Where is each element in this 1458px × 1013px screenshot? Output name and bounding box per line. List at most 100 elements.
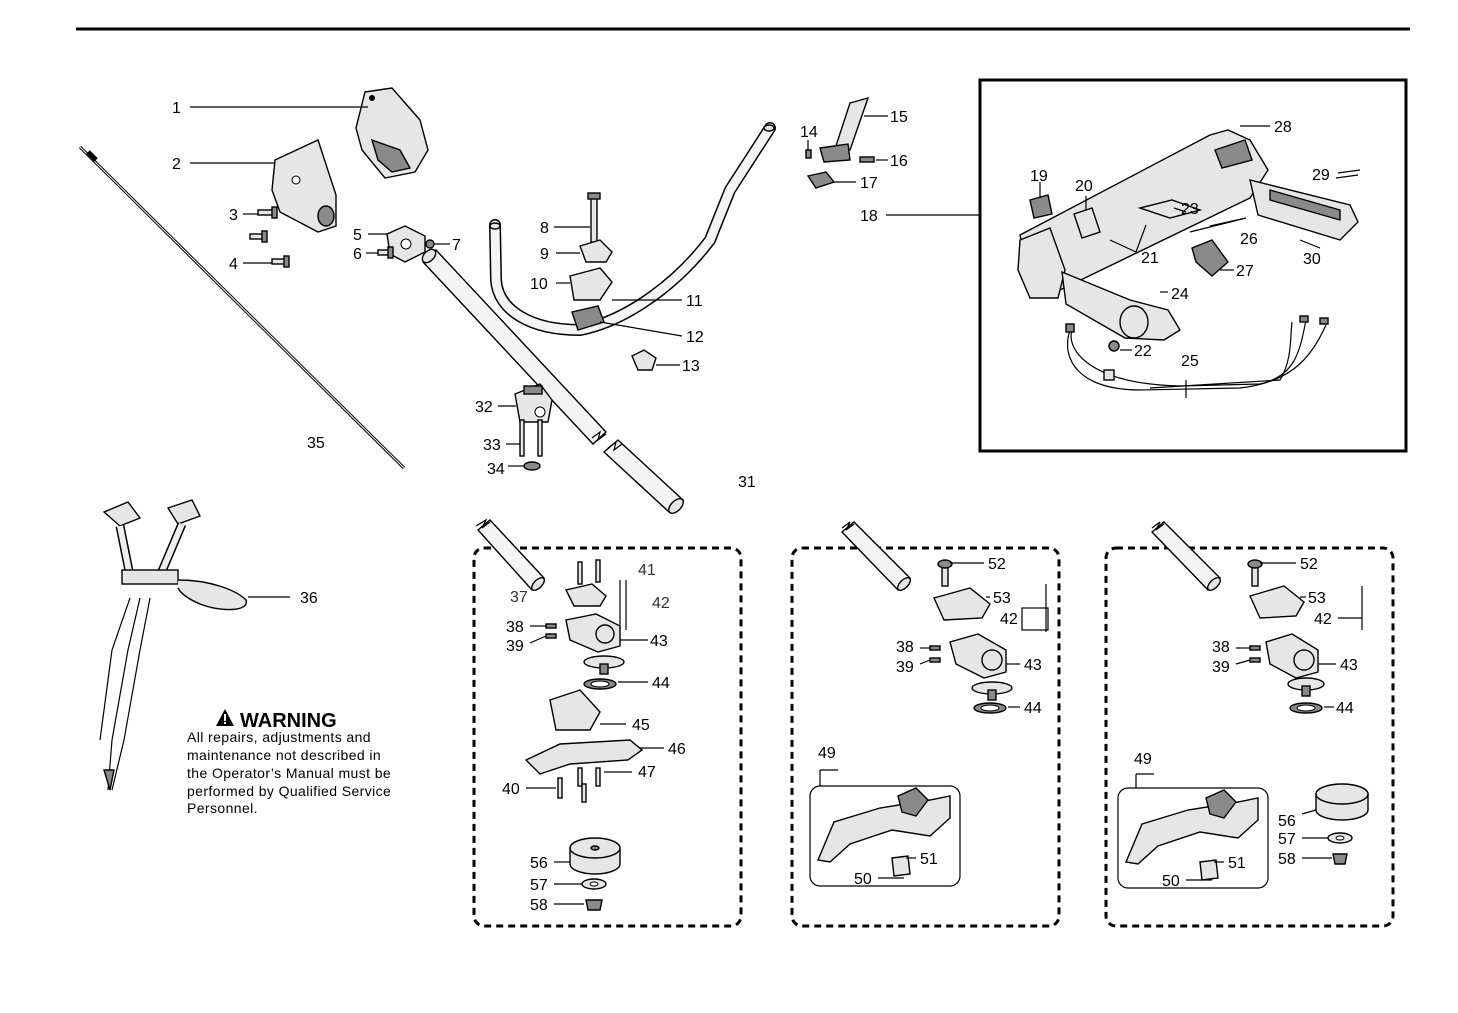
part-nut-13 — [631, 349, 657, 371]
label-19: 19 — [1030, 168, 1048, 185]
part-tube-3 — [1150, 521, 1222, 592]
label-51-b: 51 — [1228, 855, 1246, 872]
label-15: 15 — [890, 109, 908, 126]
label-57-b: 57 — [1278, 831, 1296, 848]
label-28: 28 — [1274, 119, 1292, 136]
label-31: 31 — [738, 474, 756, 491]
part-gearhead-3 — [1265, 633, 1325, 697]
label-33: 33 — [483, 437, 501, 454]
label-35: 35 — [307, 435, 325, 452]
label-12: 12 — [686, 329, 704, 346]
label-10: 10 — [530, 276, 548, 293]
part-guard-plate — [271, 139, 337, 233]
label-36: 36 — [300, 590, 318, 607]
label-29: 29 — [1312, 167, 1330, 184]
part-bolt-8 — [590, 195, 598, 243]
label-4: 4 — [229, 256, 238, 273]
label-52-a: 52 — [988, 556, 1006, 573]
label-43-b: 43 — [1024, 657, 1042, 674]
label-43-a: 43 — [650, 633, 668, 650]
label-26: 26 — [1240, 231, 1258, 248]
label-8: 8 — [540, 220, 549, 237]
part-harness — [99, 499, 247, 791]
part-guard-cover — [355, 87, 429, 179]
label-27: 27 — [1236, 263, 1254, 280]
warning-title: WARNING — [240, 710, 337, 732]
label-50-a: 50 — [854, 871, 872, 888]
part-23 — [1137, 199, 1203, 219]
label-39-a: 39 — [506, 638, 524, 655]
label-58-a: 58 — [530, 897, 548, 914]
label-5: 5 — [353, 227, 362, 244]
blade-guard-box-3 — [1117, 787, 1269, 889]
part-gearhead-2 — [949, 633, 1013, 701]
label-40: 40 — [502, 781, 520, 798]
warning-line-3: the Operator’s Manual must be — [187, 765, 391, 781]
blade-guard-box-2 — [809, 785, 961, 887]
gearbox-box-1 — [472, 546, 743, 928]
label-56-b: 56 — [1278, 813, 1296, 830]
label-34: 34 — [487, 461, 505, 478]
label-9: 9 — [540, 246, 549, 263]
label-44-a: 44 — [652, 675, 670, 692]
label-38-a: 38 — [506, 619, 524, 636]
label-3: 3 — [229, 207, 238, 224]
label-51-a: 51 — [920, 851, 938, 868]
label-42-b: 42 — [1000, 611, 1018, 628]
part-knob-9 — [579, 239, 613, 263]
label-49-b: 49 — [1134, 751, 1152, 768]
part-27 — [1191, 239, 1229, 277]
label-56-a: 56 — [530, 855, 548, 872]
label-13: 13 — [682, 358, 700, 375]
part-handle-bar — [489, 122, 776, 337]
label-2: 2 — [172, 156, 181, 173]
label-47: 47 — [638, 764, 656, 781]
label-44-b: 44 — [1024, 700, 1042, 717]
part-gear-mount-45 — [549, 689, 601, 731]
label-24: 24 — [1171, 286, 1189, 303]
part-tube-clamp-32 — [514, 383, 553, 423]
label-17: 17 — [860, 175, 878, 192]
label-43-c: 43 — [1340, 657, 1358, 674]
warning-line-2: maintenance not described in — [187, 747, 381, 763]
label-57-a: 57 — [530, 877, 548, 894]
label-44-c: 44 — [1336, 700, 1354, 717]
part-tube-37 — [475, 518, 546, 592]
part-main-tube — [421, 248, 685, 514]
label-45: 45 — [632, 717, 650, 734]
part-switch-17 — [806, 171, 836, 189]
label-6: 6 — [353, 246, 362, 263]
label-7: 7 — [452, 237, 461, 254]
part-tube-2 — [840, 521, 912, 592]
label-58-b: 58 — [1278, 851, 1296, 868]
part-trigger-15 — [819, 96, 870, 163]
label-42: 42 — [652, 595, 670, 612]
label-16: 16 — [890, 153, 908, 170]
warning-line-4: performed by Qualified Service — [187, 783, 391, 799]
label-49-a: 49 — [818, 745, 836, 762]
part-screws-3-4 — [249, 206, 290, 268]
label-38-b: 38 — [896, 639, 914, 656]
label-46: 46 — [668, 741, 686, 758]
label-20: 20 — [1075, 178, 1093, 195]
warning-line-1: All repairs, adjustments and — [187, 729, 371, 745]
label-22: 22 — [1134, 343, 1152, 360]
part-bracket-10 — [569, 267, 613, 301]
gearbox-box-3 — [1104, 546, 1395, 928]
label-21: 21 — [1141, 250, 1159, 267]
label-38-c: 38 — [1212, 639, 1230, 656]
label-11: 11 — [686, 293, 703, 310]
handle-assembly-box — [978, 78, 1408, 453]
part-drive-shaft — [78, 145, 406, 470]
gearbox-box-2 — [790, 546, 1061, 928]
label-41: 41 — [638, 562, 656, 579]
part-wire-harness-25 — [1065, 315, 1329, 398]
label-30: 30 — [1303, 251, 1321, 268]
part-gearhead-1 — [565, 613, 625, 675]
label-25: 25 — [1181, 353, 1199, 370]
part-switch-19 — [1029, 194, 1053, 219]
label-23: 23 — [1181, 201, 1199, 218]
label-14: 14 — [800, 124, 818, 141]
label-39-b: 39 — [896, 659, 914, 676]
part-handle-clamp — [571, 305, 605, 331]
